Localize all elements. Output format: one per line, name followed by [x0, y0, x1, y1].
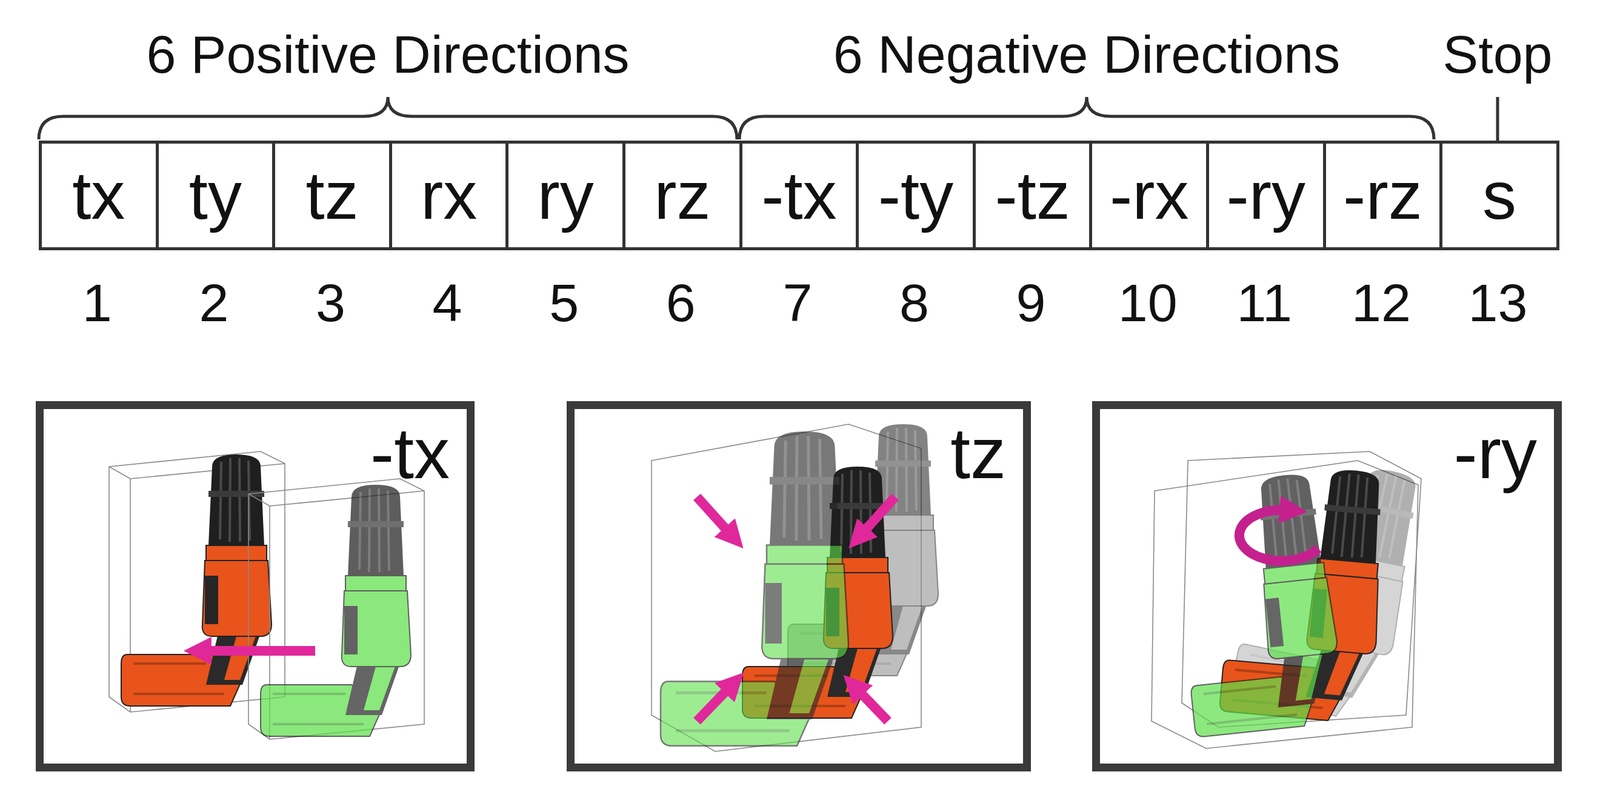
current-drill	[1169, 471, 1346, 738]
brace	[38, 96, 737, 140]
action-box: tz	[272, 140, 393, 251]
action-box: -ty	[855, 140, 976, 251]
action-index: 1	[82, 273, 113, 333]
bracket-heading: 6 Positive Directions	[146, 25, 630, 85]
current-drill	[660, 431, 849, 747]
action-label: -rx	[1109, 161, 1190, 230]
stop-label: Stop	[1442, 25, 1553, 85]
action-label: rz	[653, 161, 711, 230]
action-box: ty	[155, 140, 276, 251]
action-label: rx	[420, 161, 477, 230]
action-label: -tx	[761, 161, 837, 230]
panel-action-label: tz	[950, 417, 1007, 490]
panel-action-label: -ry	[1453, 417, 1537, 490]
motion-arrow	[861, 496, 896, 534]
action-index: 8	[899, 273, 930, 333]
action-index: 12	[1351, 273, 1411, 333]
rotation-arrow	[1239, 510, 1319, 562]
example-panel: -tx	[35, 401, 475, 772]
motion-arrow	[696, 686, 731, 722]
action-label: -ty	[878, 161, 954, 230]
action-box: rz	[622, 140, 743, 251]
action-box: -tx	[739, 140, 860, 251]
panel-action-label: -tx	[370, 417, 450, 490]
action-box: rx	[389, 140, 510, 251]
bracket-heading: 6 Negative Directions	[833, 25, 1340, 85]
action-index: 3	[315, 273, 346, 333]
action-box: -tz	[972, 140, 1093, 251]
action-box: -rx	[1089, 140, 1210, 251]
action-label: ty	[189, 161, 242, 230]
action-label: -rz	[1343, 161, 1423, 230]
action-label: s	[1482, 161, 1517, 230]
action-index: 13	[1468, 273, 1528, 333]
brace	[739, 96, 1434, 140]
action-label: tx	[72, 161, 125, 230]
motion-arrow	[696, 496, 731, 534]
bounding-box	[248, 478, 425, 740]
current-drill	[260, 484, 411, 737]
action-box: s	[1439, 140, 1560, 251]
motion-arrow	[856, 689, 888, 722]
action-box: ry	[505, 140, 626, 251]
action-index: 10	[1118, 273, 1178, 333]
action-box: -rz	[1323, 140, 1444, 251]
action-label: -tz	[994, 161, 1070, 230]
bounding-box	[109, 451, 285, 713]
action-label: ry	[537, 161, 594, 230]
example-panel: tz	[566, 401, 1031, 772]
example-panel: -ry	[1092, 401, 1562, 772]
action-label: tz	[305, 161, 359, 230]
action-index: 6	[666, 273, 696, 333]
action-index: 2	[198, 273, 229, 333]
action-box: -ry	[1206, 140, 1327, 251]
action-index: 11	[1236, 273, 1293, 333]
action-index: 5	[549, 273, 579, 333]
action-box: tx	[38, 140, 159, 251]
action-index: 9	[1016, 273, 1047, 333]
motion-arrow	[203, 646, 316, 656]
action-index: 4	[432, 273, 463, 333]
action-label: -ry	[1226, 161, 1307, 230]
action-index: 7	[782, 273, 813, 333]
stop-tick	[1496, 96, 1500, 141]
